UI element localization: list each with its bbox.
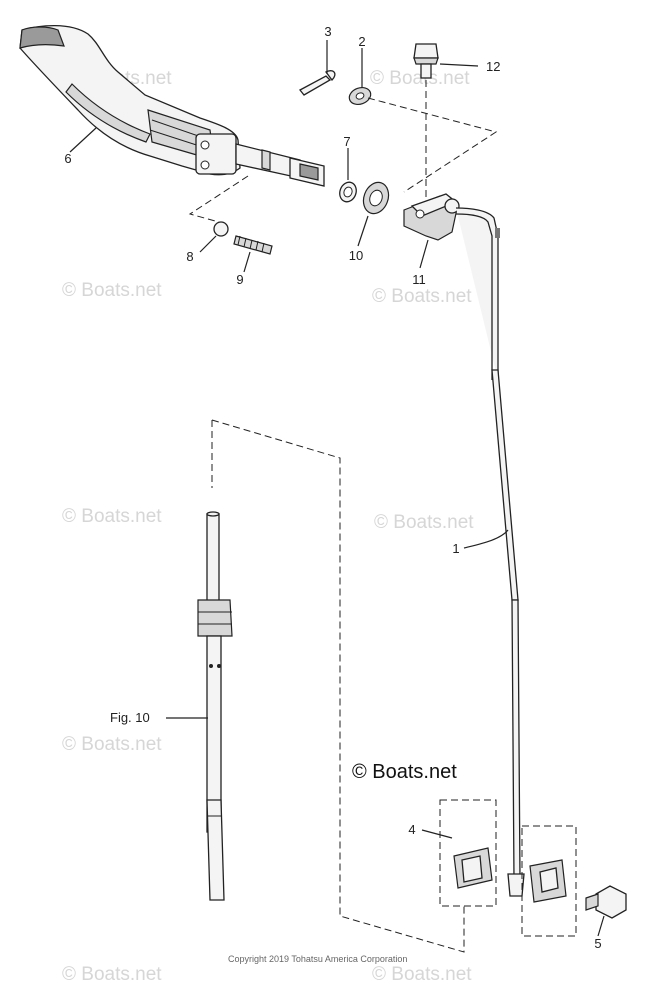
callout-5: 5 bbox=[594, 936, 601, 951]
watermark: © Boats.net bbox=[62, 506, 162, 527]
callout-6: 6 bbox=[64, 151, 71, 166]
watermark: © Boats.net bbox=[372, 964, 472, 985]
assembly-line bbox=[367, 97, 498, 193]
callout-8: 8 bbox=[186, 249, 193, 264]
callout-1: 1 bbox=[452, 541, 459, 556]
callout-11: 11 bbox=[412, 272, 426, 287]
watermark-group: © Boats.net © Boats.net © Boats.net © Bo… bbox=[62, 68, 474, 985]
callout-4: 4 bbox=[408, 822, 415, 837]
bracket-part-11 bbox=[403, 193, 460, 241]
callout-2: 2 bbox=[358, 34, 365, 49]
washer-part-7 bbox=[339, 181, 357, 203]
clip-part-4 bbox=[439, 799, 497, 907]
handle-part-6 bbox=[19, 25, 325, 187]
bolt-part-12 bbox=[413, 43, 439, 79]
watermark: © Boats.net bbox=[374, 512, 474, 533]
callout-10: 10 bbox=[349, 248, 363, 263]
watermark: © Boats.net bbox=[62, 964, 162, 985]
watermark: © Boats.net bbox=[370, 68, 470, 89]
figure-reference: Fig. 10 bbox=[110, 710, 150, 725]
watermark: © Boats.net bbox=[62, 280, 162, 301]
clip-right bbox=[521, 825, 577, 937]
copyright-text: Copyright 2019 Tohatsu America Corporati… bbox=[228, 954, 407, 964]
assembly-line bbox=[188, 175, 249, 225]
watermark: © Boats.net bbox=[372, 286, 472, 307]
callout-7: 7 bbox=[343, 134, 350, 149]
ball-part-8 bbox=[213, 221, 229, 237]
callout-3: 3 bbox=[324, 24, 331, 39]
washer-part-2 bbox=[348, 86, 372, 106]
shift-rod-part-1 bbox=[455, 207, 525, 897]
cotter-pin-part-3 bbox=[299, 70, 336, 96]
assembly-line bbox=[211, 419, 465, 953]
washer-part-10 bbox=[362, 181, 390, 215]
leader-lines bbox=[69, 40, 605, 937]
bolt-part-5 bbox=[585, 885, 627, 919]
callout-12: 12 bbox=[486, 59, 500, 74]
watermark: © Boats.net bbox=[62, 734, 162, 755]
fig10-shaft bbox=[197, 511, 233, 901]
callout-9: 9 bbox=[236, 272, 243, 287]
spring-part-9 bbox=[233, 235, 273, 255]
brand-mark: © Boats.net bbox=[352, 761, 457, 783]
